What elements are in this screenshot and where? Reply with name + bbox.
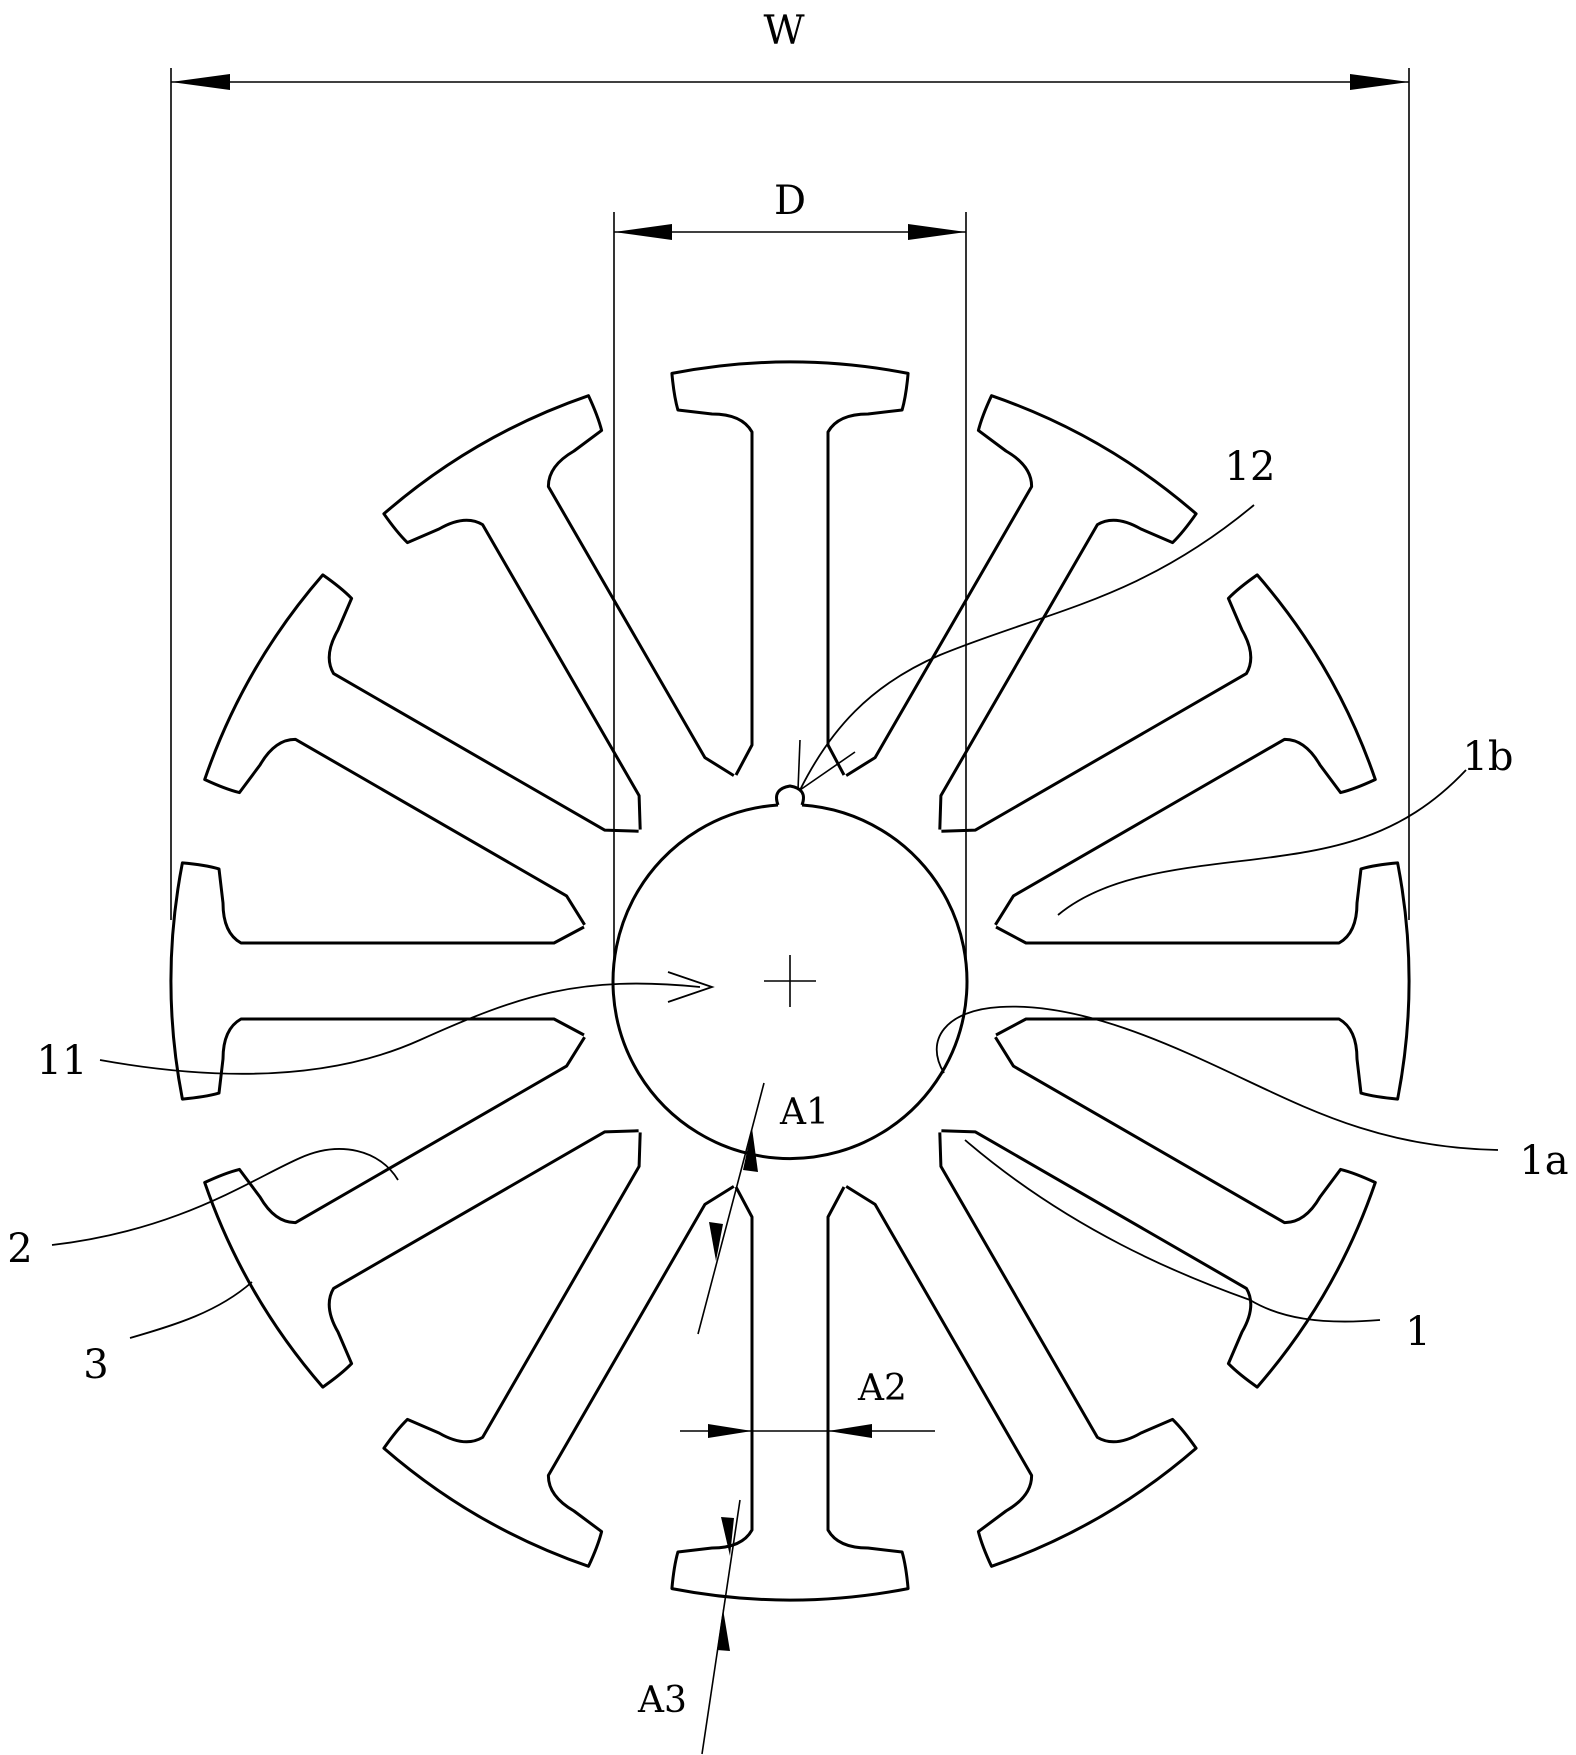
- dimension-w: W: [170, 8, 1410, 920]
- a1-arrow-upper-icon: [743, 1128, 758, 1172]
- label-1a: 1a: [1519, 1138, 1568, 1184]
- reference-1: 1: [964, 1139, 1431, 1355]
- a2-arrow-left-icon: [708, 1424, 752, 1438]
- reference-12: 12: [797, 444, 1276, 791]
- label-1b: 1b: [1462, 734, 1513, 780]
- dimension-d: D: [613, 178, 967, 960]
- label-a3: A3: [637, 1680, 687, 1721]
- leader-12-mark: [797, 739, 801, 791]
- stator-core: [169, 360, 1411, 1602]
- reference-3: 3: [83, 1281, 253, 1388]
- label-2: 2: [7, 1226, 32, 1272]
- dimension-a3: A3: [637, 1499, 741, 1755]
- stator-tooth: [670, 360, 910, 776]
- d-arrow-right-icon: [908, 224, 966, 240]
- leader-12: [799, 504, 1255, 791]
- label-12: 12: [1225, 444, 1276, 490]
- stator-tooth: [941, 573, 1377, 926]
- label-11: 11: [37, 1038, 88, 1084]
- a1-arrow-lower-icon: [709, 1222, 723, 1261]
- dimension-a1: A1: [697, 1082, 829, 1335]
- label-1: 1: [1405, 1309, 1430, 1355]
- dimension-a2: A2: [680, 1368, 935, 1438]
- stator-tooth: [382, 394, 735, 830]
- label-a2: A2: [857, 1368, 907, 1409]
- a1-line: [697, 1082, 765, 1335]
- leader-12-tick: [799, 751, 856, 791]
- stator-tooth: [203, 573, 639, 926]
- bore-outline: [611, 803, 969, 1161]
- d-arrow-left-icon: [614, 224, 672, 240]
- w-arrow-right-icon: [1350, 74, 1409, 90]
- stator-tooth: [670, 1186, 910, 1602]
- reference-1b: 1b: [1057, 734, 1514, 916]
- stator-tooth: [845, 1132, 1198, 1568]
- label-a1: A1: [779, 1092, 829, 1133]
- stator-tooth: [382, 1132, 735, 1568]
- label-3: 3: [83, 1342, 108, 1388]
- leader-1a: [935, 1005, 1499, 1151]
- leader-11-arrowhead: [667, 971, 715, 1003]
- leader-11: [99, 982, 701, 1075]
- reference-2: 2: [7, 1148, 399, 1272]
- stator-tooth: [995, 861, 1411, 1101]
- reference-1a: 1a: [935, 1005, 1569, 1184]
- w-arrow-left-icon: [171, 74, 230, 90]
- label-d: D: [774, 178, 806, 224]
- leader-3: [129, 1281, 253, 1339]
- leader-1b: [1057, 769, 1467, 916]
- leader-1: [964, 1139, 1381, 1323]
- rotor-bore: [611, 784, 969, 1161]
- stator-tooth: [941, 1036, 1377, 1389]
- a3-arrow-lower-icon: [717, 1609, 730, 1651]
- reference-11: 11: [37, 971, 715, 1084]
- a2-arrow-right-icon: [828, 1424, 872, 1438]
- a3-arrow-upper-icon: [721, 1517, 734, 1556]
- key-notch: [775, 784, 805, 806]
- label-w: W: [763, 8, 804, 54]
- leader-2: [51, 1148, 399, 1246]
- stator-tooth: [203, 1036, 639, 1389]
- stator-tooth: [169, 861, 585, 1101]
- stator-tooth: [845, 394, 1198, 830]
